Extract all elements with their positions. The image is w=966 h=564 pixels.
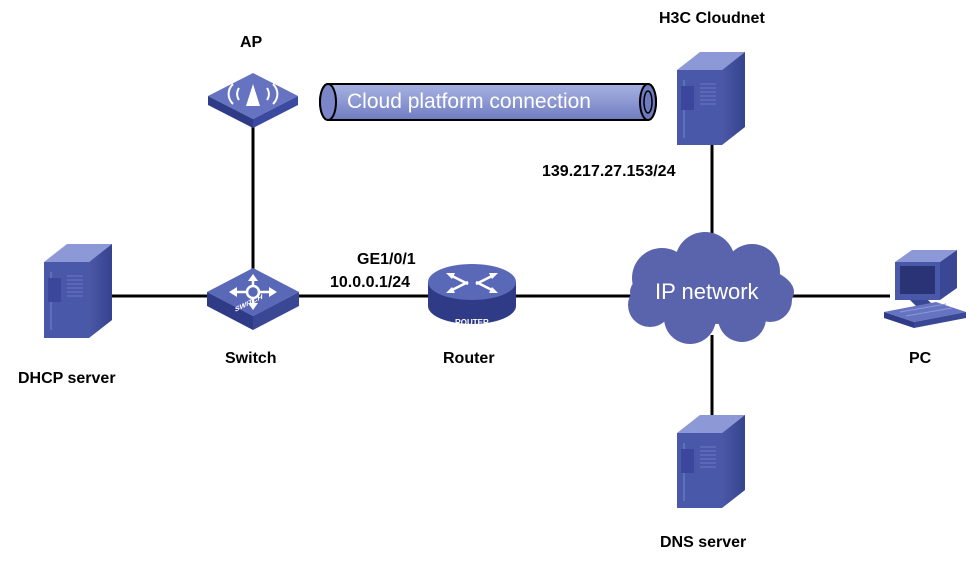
tunnel-icon xyxy=(319,83,657,121)
server-tower-icon xyxy=(677,52,745,145)
ipnetwork-label: IP network xyxy=(655,279,759,304)
switch-label: Switch xyxy=(225,350,277,367)
access-point-icon xyxy=(208,73,298,128)
cloudnet-label: H3C Cloudnet xyxy=(659,10,765,27)
router-ip-label: 10.0.0.1/24 xyxy=(330,274,411,291)
dhcp-label: DHCP server xyxy=(18,370,116,387)
switch-icon xyxy=(207,268,299,330)
router-badge: ROUTER xyxy=(455,318,489,327)
router-port-label: GE1/0/1 xyxy=(357,251,416,268)
tunnel-label: Cloud platform connection xyxy=(347,90,591,113)
links xyxy=(110,125,890,418)
router-label: Router xyxy=(443,350,495,367)
cloudnet-ip-label: 139.217.27.153/24 xyxy=(542,163,676,180)
ap-label: AP xyxy=(240,34,263,51)
server-tower-icon xyxy=(677,415,745,508)
cloud-icon xyxy=(628,232,794,344)
dns-label: DNS server xyxy=(660,534,747,551)
desktop-pc-icon xyxy=(884,250,966,328)
server-tower-icon xyxy=(44,244,112,338)
router-icon xyxy=(428,264,516,324)
pc-label: PC xyxy=(909,350,932,367)
